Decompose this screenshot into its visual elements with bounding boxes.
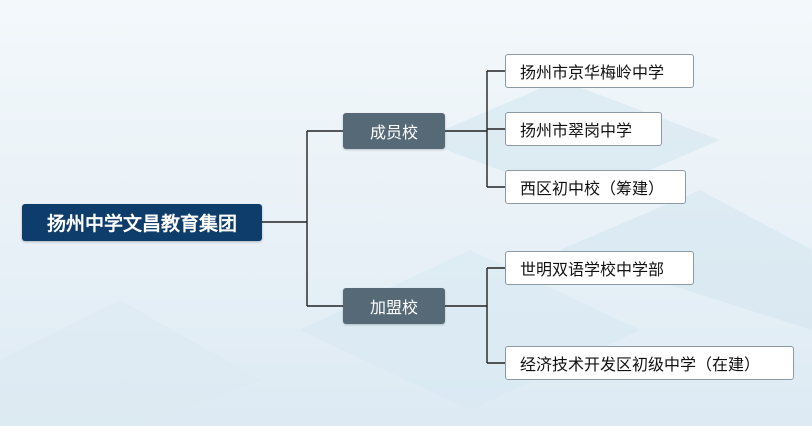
school-node: 扬州市京华梅岭中学 [505,54,694,88]
root-node: 扬州中学文昌教育集团 [22,204,262,241]
category-affiliate-schools: 加盟校 [343,288,445,324]
school-node: 扬州市翠岗中学 [505,112,662,146]
school-node: 世明双语学校中学部 [505,251,694,285]
school-node: 西区初中校（筹建） [505,170,686,204]
category-member-schools: 成员校 [343,113,445,149]
school-node: 经济技术开发区初级中学（在建） [505,346,794,380]
